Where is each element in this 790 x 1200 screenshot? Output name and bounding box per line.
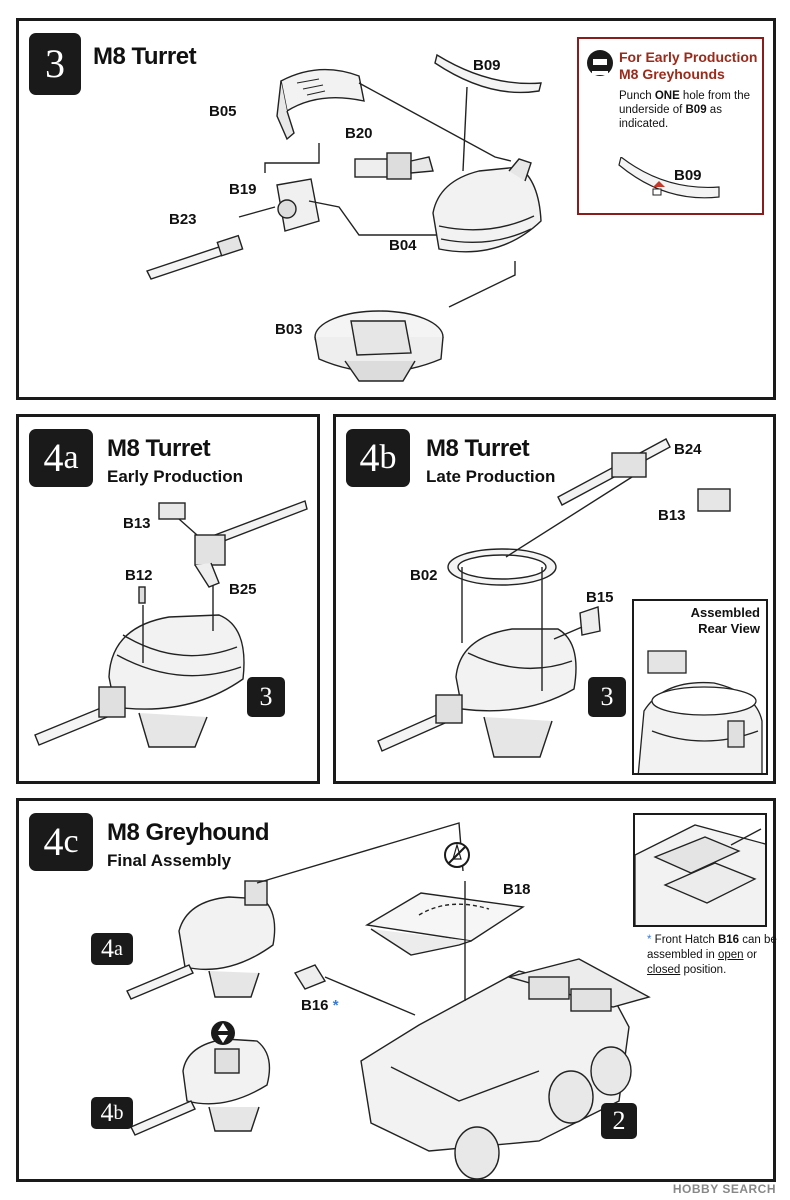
early-turret-illustration [34, 500, 308, 748]
assembled-rear-view-inset: Assembled Rear View [632, 599, 768, 775]
part-label-b20: B20 [345, 125, 373, 142]
hobby-search-watermark: HOBBY SEARCH [672, 1182, 776, 1196]
final-assembly-illustration [126, 822, 651, 1180]
part-label-4c-b16: B16 * [301, 997, 339, 1014]
no-glue-icon [444, 842, 470, 868]
note-diagram-label: B09 [674, 167, 702, 184]
step-3-number: 3 [45, 41, 65, 86]
inset-label: Assembled Rear View [690, 605, 760, 636]
part-label-4c-b18: B18 [503, 881, 531, 898]
turret-assembly-illustration [146, 53, 542, 382]
part-label-4a-b25: B25 [229, 581, 257, 598]
step-4a-title: M8 Turret [107, 435, 211, 462]
b09-punch-diagram [618, 157, 720, 199]
front-hatch-inset [633, 813, 767, 927]
step-4a-subtitle: Early Production [107, 467, 244, 486]
part-label-4b-b13: B13 [658, 507, 686, 524]
part-label-b04: B04 [389, 237, 417, 254]
step-4b-subtitle: Late Production [426, 467, 556, 486]
note-body: Punch ONE hole from the underside of B09… [619, 90, 751, 130]
part-label-b23: B23 [169, 211, 197, 228]
step-4c-title: M8 Greyhound [107, 819, 270, 846]
step-4c-subtitle: Final Assembly [107, 851, 232, 870]
step-4b-ref-badge: 3 [588, 677, 626, 717]
note-title: For Early Production M8 Greyhounds [619, 49, 758, 82]
step-3-panel: 3 M8 Turret [16, 18, 776, 400]
step-4a-ref-badge: 3 [247, 677, 285, 717]
rear-view-illustration [637, 650, 763, 773]
part-label-4a-b13: B13 [123, 515, 151, 532]
part-label-4b-b24: B24 [674, 441, 702, 458]
part-label-b05: B05 [209, 103, 237, 120]
front-hatch-illustration [635, 824, 765, 925]
part-label-b09: B09 [473, 57, 501, 74]
part-label-4b-b02: B02 [410, 567, 438, 584]
part-label-4a-b12: B12 [125, 567, 153, 584]
step-3-title: M8 Turret [93, 43, 197, 70]
front-hatch-note: * Front Hatch B16 can be assembled in op… [647, 934, 777, 976]
step-3-badge: 3 [29, 33, 81, 95]
early-production-note: For Early Production M8 Greyhounds Punch… [577, 37, 764, 215]
ref-badge-2: 2 [601, 1103, 637, 1139]
swap-arrow-icon [211, 1021, 235, 1045]
step-4b-title: M8 Turret [426, 435, 530, 462]
part-label-b19: B19 [229, 181, 257, 198]
part-label-4b-b15: B15 [586, 589, 614, 606]
late-turret-illustration [377, 438, 731, 758]
punch-warning-icon [587, 50, 613, 76]
part-label-b03: B03 [275, 321, 303, 338]
